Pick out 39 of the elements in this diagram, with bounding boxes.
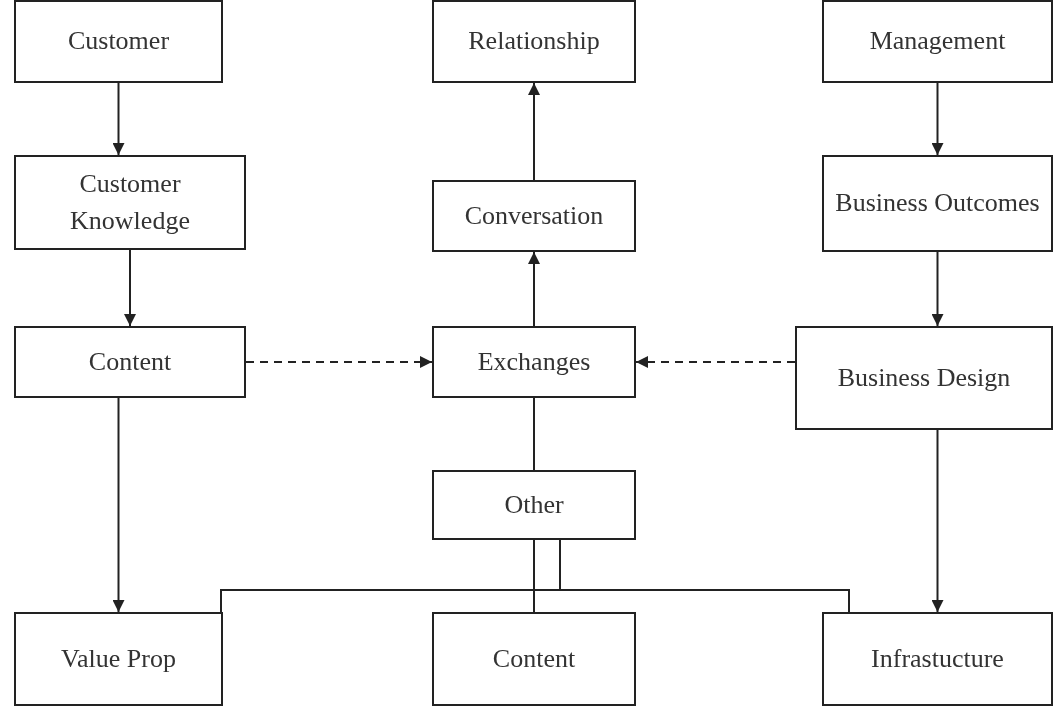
process-box xyxy=(795,326,1053,430)
connector-line xyxy=(559,539,850,613)
process-box xyxy=(432,612,636,706)
process-box xyxy=(822,0,1053,83)
box-label: Content xyxy=(88,345,172,378)
process-box xyxy=(14,0,223,83)
arrow xyxy=(528,82,540,181)
box-label: Conversation xyxy=(464,199,604,232)
box-label: Infrastucture xyxy=(871,642,1004,675)
arrow xyxy=(124,249,136,327)
process-box xyxy=(822,155,1053,252)
box-label: Value Prop xyxy=(61,642,176,675)
arrow xyxy=(528,251,540,327)
process-box xyxy=(14,155,246,250)
arrow xyxy=(931,429,944,613)
process-box xyxy=(432,470,636,540)
box-label: Content xyxy=(492,642,576,675)
arrow xyxy=(112,397,125,613)
arrow xyxy=(931,251,944,327)
arrow xyxy=(112,82,125,156)
box-label: Business Outcomes xyxy=(835,187,1040,220)
process-box xyxy=(432,180,636,252)
dashed-arrow xyxy=(245,356,433,368)
box-label: Business Design xyxy=(837,361,1011,394)
box-label: Customer xyxy=(67,25,170,58)
process-box xyxy=(14,326,246,398)
box-label: Exchanges xyxy=(477,345,591,378)
connector-line xyxy=(533,539,535,613)
box-label: Customer Knowledge xyxy=(69,168,191,237)
box-label: Relationship xyxy=(468,25,600,58)
process-box xyxy=(432,326,636,398)
process-box xyxy=(432,0,636,83)
box-label: Management xyxy=(869,25,1006,58)
dashed-arrow xyxy=(635,356,796,368)
box-label: Other xyxy=(504,488,564,521)
process-box xyxy=(822,612,1053,706)
arrow xyxy=(931,82,944,156)
process-box xyxy=(14,612,223,706)
connector-line xyxy=(533,397,535,471)
